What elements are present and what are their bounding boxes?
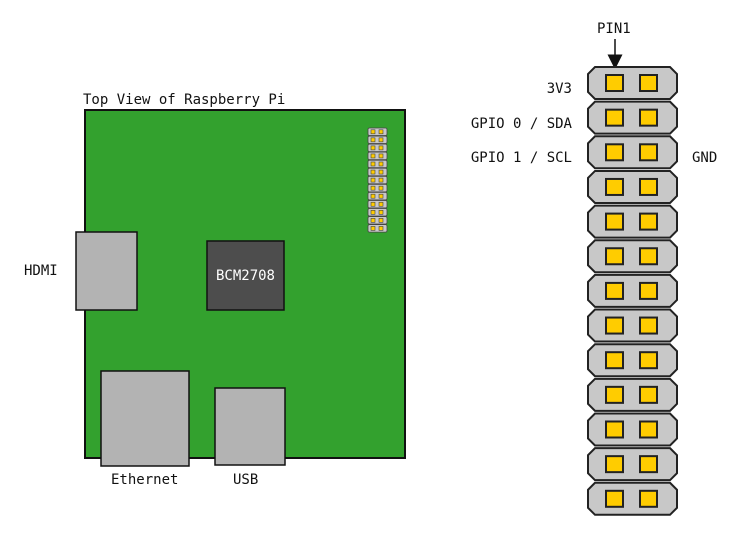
pin-label-gpio1-scl: GPIO 1 / SCL (471, 150, 572, 166)
usb-port (214, 387, 286, 466)
header-pin-odd (605, 420, 624, 439)
header-pin-odd (605, 108, 624, 127)
hdmi-label: HDMI (24, 263, 58, 279)
header-row-body (587, 239, 678, 274)
header-row (587, 100, 678, 135)
mini-header-pin (378, 129, 384, 135)
mini-header-pin (378, 145, 384, 151)
header-row-body (587, 447, 678, 482)
header-pin-odd (605, 385, 624, 404)
header-row (587, 412, 678, 447)
mini-header-pin (370, 193, 376, 199)
header-pin-odd (605, 212, 624, 231)
header-row (587, 377, 678, 412)
header-pin-even (639, 316, 658, 335)
header-rows (587, 66, 678, 516)
header-row-body (587, 481, 678, 516)
header-row (587, 66, 678, 100)
header-row-body (587, 308, 678, 343)
mini-header-pin (370, 177, 376, 183)
pin-label-gpio0-sda: GPIO 0 / SDA (471, 116, 573, 132)
header-pin-odd (605, 177, 624, 196)
header-row (587, 239, 678, 274)
header-pin-even (639, 74, 658, 92)
header-pin-even (639, 385, 658, 404)
mini-header-pin (378, 201, 384, 207)
header-row-body (587, 377, 678, 412)
mini-header-pin (370, 129, 376, 135)
header-row (587, 308, 678, 343)
board-title: Top View of Raspberry Pi (83, 92, 285, 108)
pin1-label: PIN1 (597, 21, 631, 37)
header-pin-odd (605, 351, 624, 370)
header-row (587, 169, 678, 204)
mini-header-pin (378, 218, 384, 223)
header-row (587, 447, 678, 482)
board-gpio-header (367, 127, 388, 233)
mini-header-pin (370, 210, 376, 215)
mini-header-pin (378, 226, 384, 231)
mini-header-pin (370, 137, 376, 143)
header-pin-odd (605, 281, 624, 300)
header-row (587, 481, 678, 516)
pin-label-gnd: GND (692, 150, 717, 166)
header-row (587, 343, 678, 378)
header-pin-even (639, 108, 658, 127)
header-pin-even (639, 455, 658, 474)
mini-header-pin (378, 177, 384, 183)
header-pin-even (639, 212, 658, 231)
usb-label: USB (233, 472, 258, 488)
raspberry-pi-board: Top View of Raspberry Pi BCM2708 HDMI Et… (24, 92, 406, 488)
header-pin-odd (605, 143, 624, 162)
header-pin-odd (605, 316, 624, 335)
ethernet-label: Ethernet (111, 472, 178, 488)
hdmi-port (75, 231, 138, 311)
header-row-body (587, 343, 678, 378)
mini-header-pin (370, 226, 376, 231)
header-row-body (587, 169, 678, 204)
mini-header-pin (370, 161, 376, 167)
header-row-body (587, 100, 678, 135)
mini-header-pin (378, 137, 384, 143)
header-pin-even (639, 143, 658, 162)
header-pin-even (639, 281, 658, 300)
mini-header-pin (370, 185, 376, 191)
mini-header-pin (370, 169, 376, 175)
header-pin-even (639, 177, 658, 196)
header-pin-odd (605, 74, 624, 92)
mini-header-pin (370, 145, 376, 151)
ethernet-port (100, 370, 190, 467)
header-row (587, 204, 678, 239)
header-row-body (587, 412, 678, 447)
header-pin-even (639, 489, 658, 508)
mini-header-pin (370, 201, 376, 207)
header-pin-even (639, 351, 658, 370)
mini-header-pin (378, 185, 384, 191)
header-pin-even (639, 247, 658, 266)
header-row (587, 135, 678, 170)
header-pin-odd (605, 489, 624, 508)
bcm2708-chip (206, 240, 285, 311)
header-pin-odd (605, 455, 624, 474)
mini-header-pin (378, 153, 384, 159)
header-row-body (587, 204, 678, 239)
header-pin-odd (605, 247, 624, 266)
header-row-body (587, 66, 678, 100)
mini-header-pin (378, 169, 384, 175)
header-row-body (587, 135, 678, 170)
pin-label-3v3: 3V3 (547, 81, 572, 97)
header-row (587, 273, 678, 308)
header-row-body (587, 273, 678, 308)
mini-header-pin (370, 153, 376, 159)
mini-header-pin (378, 161, 384, 167)
chip-label: BCM2708 (216, 268, 275, 284)
header-pin-even (639, 420, 658, 439)
gpio-header-pinout: PIN1 3V3 GPIO 0 / SDA GPIO 1 / SCL GND (471, 21, 717, 516)
mini-header-pin (378, 210, 384, 215)
mini-header-pin (378, 193, 384, 199)
mini-header-pin (370, 218, 376, 223)
